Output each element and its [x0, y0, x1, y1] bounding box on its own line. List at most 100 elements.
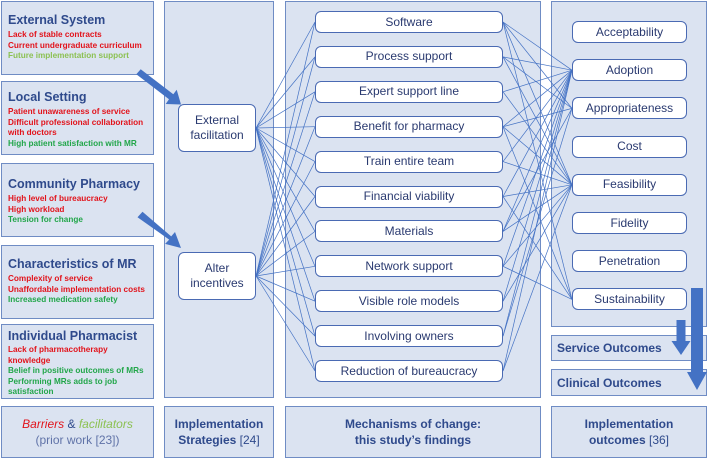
outcome-box: Feasibility	[572, 173, 687, 196]
connector-line	[255, 161, 316, 277]
domain-line: Unaffordable implementation costs	[8, 284, 145, 294]
connector-line	[502, 70, 573, 232]
connector-line	[255, 56, 316, 129]
connector-line	[502, 184, 573, 267]
footer-mechanisms-title: Mechanisms of change:	[344, 417, 482, 431]
footer-prior-work: (prior work [23])	[35, 433, 120, 447]
connector-line	[255, 265, 316, 277]
outcome-box: Adoption	[572, 59, 687, 82]
domain-lines: Complexity of service Unaffordable imple…	[8, 274, 153, 306]
connector-line	[255, 126, 316, 277]
connector-line	[502, 69, 573, 162]
domain-line: Future implementation support	[8, 51, 129, 60]
mechanism-box: Expert support line	[315, 80, 503, 103]
connector-line	[255, 91, 316, 277]
connector-line	[502, 126, 573, 186]
domain-title: Individual Pharmacist	[8, 329, 138, 343]
domain-line: satisfaction	[8, 387, 54, 396]
mechanism-box: Software	[315, 11, 503, 33]
domain-line: Difficult professional collaboration	[8, 117, 144, 127]
mechanism-box: Process support	[315, 45, 503, 68]
connector-line	[255, 21, 316, 129]
connector-line	[502, 56, 573, 109]
connector-line	[502, 108, 573, 232]
domain-line: Lack of pharmacotherapy	[8, 345, 108, 354]
mechanism-box: Network support	[315, 255, 503, 278]
connector-line	[255, 127, 316, 302]
connector-line	[502, 126, 573, 300]
domain-lines: High level of bureaucracy High workload …	[8, 194, 153, 226]
strategy-alter-incentives: Alter incentives	[178, 252, 256, 300]
domain-line: Complexity of service	[8, 274, 93, 283]
footer-strategies-title: Implementation	[174, 417, 264, 431]
domain-title: Characteristics of MR	[8, 257, 137, 271]
connector-line	[502, 184, 573, 197]
connector-line	[502, 70, 573, 302]
domain-lines: Patient unawareness of service Difficult…	[8, 107, 153, 149]
mechanism-box: Visible role models	[315, 290, 503, 313]
footer-barriers-facilitators: Barriers & facilitators (prior work [23]…	[1, 406, 154, 458]
domain-line: Patient unawareness of service	[8, 107, 130, 116]
outcomes-panel	[551, 1, 707, 327]
mechanism-box: Reduction of bureaucracy	[315, 360, 503, 382]
connector-line	[502, 70, 573, 197]
service-outcomes: Service Outcomes	[551, 335, 707, 361]
connector-line	[255, 91, 316, 129]
clinical-outcomes: Clinical Outcomes	[551, 369, 707, 396]
connector-line	[502, 91, 573, 186]
connector-line	[255, 275, 316, 302]
domain-title: Local Setting	[8, 90, 87, 104]
mechanism-box: Train entire team	[315, 150, 503, 173]
connector-line	[502, 184, 573, 302]
domain-line: Increased medication safety	[8, 295, 118, 304]
mechanism-box: Financial viability	[315, 185, 503, 208]
domain-individual-pharmacist: Individual Pharmacist Lack of pharmacoth…	[1, 324, 154, 399]
domain-line: Lack of stable contracts	[8, 30, 102, 39]
domain-external-system: External System Lack of stable contracts…	[1, 1, 154, 75]
connector-line	[502, 56, 573, 71]
domain-line: knowledge	[8, 355, 51, 365]
connector-line	[255, 275, 316, 372]
footer-barriers: Barriers	[22, 417, 65, 431]
outcome-box: Appropriateness	[572, 97, 687, 120]
domain-line: High patient satisfaction with MR	[8, 138, 137, 148]
outcome-box: Cost	[572, 135, 687, 158]
mechanism-box: Materials	[315, 220, 503, 243]
connector-line	[255, 127, 316, 162]
connector-line	[502, 69, 573, 127]
footer-outcomes-ref: [36]	[645, 433, 670, 447]
connector-line	[502, 184, 573, 372]
connector-line	[255, 126, 316, 129]
connector-line	[502, 56, 573, 185]
domain-line: Tension for change	[8, 215, 83, 224]
footer-outcomes-title: Implementation	[584, 417, 674, 431]
connector-line	[502, 70, 573, 372]
domain-local-setting: Local Setting Patient unawareness of ser…	[1, 81, 154, 155]
domain-line: with doctors	[8, 128, 57, 137]
footer-strategies-ref: [24]	[236, 433, 260, 447]
mechanism-box: Benefit for pharmacy	[315, 115, 503, 138]
domain-title: External System	[8, 13, 106, 27]
connector-line	[255, 127, 316, 372]
connector-line	[255, 127, 316, 197]
connector-line	[502, 69, 573, 93]
connector-line	[255, 127, 316, 232]
connector-line	[255, 21, 316, 277]
domain-line: Belief in positive outcomes of MRs	[8, 366, 144, 375]
outcome-box: Acceptability	[572, 21, 687, 43]
connector-line	[502, 21, 573, 109]
connector-line	[255, 275, 316, 337]
connector-line	[502, 21, 573, 71]
domain-lines: Lack of pharmacotherapy knowledge Belief…	[8, 345, 153, 398]
domain-characteristics-of-mr: Characteristics of MR Complexity of serv…	[1, 245, 154, 319]
connector-line	[502, 21, 573, 300]
connector-line	[502, 184, 573, 232]
connector-line	[255, 127, 316, 267]
footer-facilitators: facilitators	[78, 417, 133, 431]
domain-community-pharmacy: Community Pharmacy High level of bureauc…	[1, 163, 154, 237]
domain-line: High workload	[8, 204, 65, 214]
footer-mechanisms-sub: this study’s findings	[354, 433, 472, 447]
domain-line: Current undergraduate curriculum	[8, 40, 142, 50]
mechanism-box: Involving owners	[315, 325, 503, 348]
